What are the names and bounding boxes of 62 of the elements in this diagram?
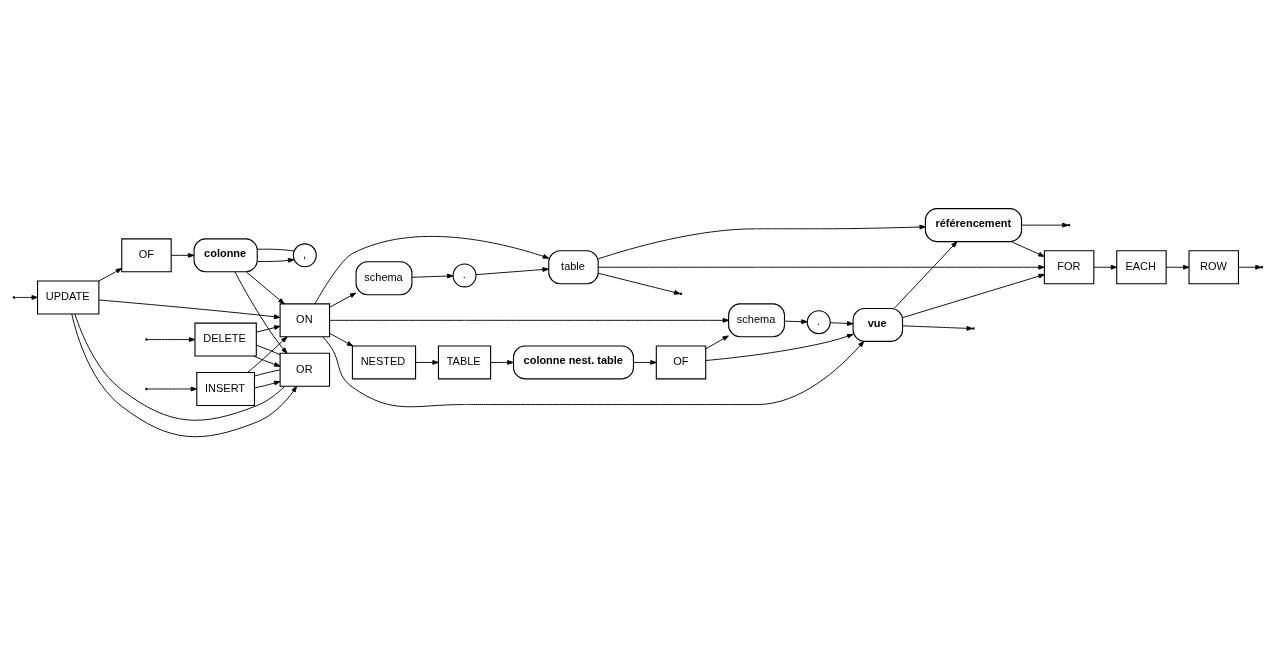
arrow xyxy=(147,386,198,392)
node-box: NESTED xyxy=(351,345,417,380)
arrow xyxy=(1010,241,1045,257)
arrow xyxy=(329,317,730,323)
arrow xyxy=(246,271,285,305)
arrow xyxy=(490,360,514,365)
arrow xyxy=(170,252,195,258)
arrow xyxy=(322,336,865,408)
node-box: OF xyxy=(121,238,172,273)
arrow xyxy=(247,336,288,373)
arrow xyxy=(256,325,281,333)
connector xyxy=(257,248,295,252)
node-box: OR xyxy=(279,352,331,387)
arrow xyxy=(329,292,357,308)
arrow xyxy=(254,380,281,389)
node-box: FOR xyxy=(1043,250,1095,285)
arrow xyxy=(894,241,958,309)
arrow xyxy=(147,337,196,342)
arrow xyxy=(784,319,808,325)
node-box: TABLE xyxy=(437,345,492,380)
arrow xyxy=(705,335,729,350)
arrow xyxy=(705,333,854,361)
arrow xyxy=(98,299,281,320)
node-box: DELETE xyxy=(194,322,257,357)
arrow xyxy=(632,360,657,365)
arrow xyxy=(1093,264,1118,270)
arrow xyxy=(329,332,354,347)
arrow xyxy=(902,325,973,331)
node-box: colonne xyxy=(193,238,258,273)
node-circle: , xyxy=(292,243,317,268)
arrow xyxy=(253,355,281,367)
node-box: ROW xyxy=(1188,250,1239,285)
arrow xyxy=(234,271,288,354)
arrow xyxy=(71,313,298,438)
arrow xyxy=(475,267,549,276)
node-box: table xyxy=(548,250,599,285)
arrow xyxy=(902,273,1045,319)
node-box: vue xyxy=(852,307,904,342)
arrow xyxy=(597,264,1045,270)
node-box: ON xyxy=(279,303,331,338)
arrow xyxy=(314,236,550,305)
arrow xyxy=(98,268,123,282)
connector xyxy=(74,313,285,421)
node-box: UPDATE xyxy=(37,280,100,315)
node-circle: . xyxy=(452,263,477,288)
connector xyxy=(254,369,281,377)
node-box: EACH xyxy=(1116,250,1167,285)
arrow xyxy=(411,273,454,279)
node-box: INSERT xyxy=(196,371,256,406)
connector xyxy=(256,344,281,356)
node-box: schema xyxy=(355,261,413,296)
node-box: OF xyxy=(655,345,707,380)
arrow xyxy=(597,224,926,260)
arrow xyxy=(830,321,854,326)
node-box: schema xyxy=(728,303,785,338)
node-circle: . xyxy=(806,310,831,335)
arrow xyxy=(415,360,439,365)
arrow xyxy=(1165,264,1190,270)
node-box: colonne nest. table xyxy=(512,345,634,380)
node-box: référencement xyxy=(924,208,1023,243)
arrow xyxy=(14,295,38,300)
arrow xyxy=(257,258,295,263)
